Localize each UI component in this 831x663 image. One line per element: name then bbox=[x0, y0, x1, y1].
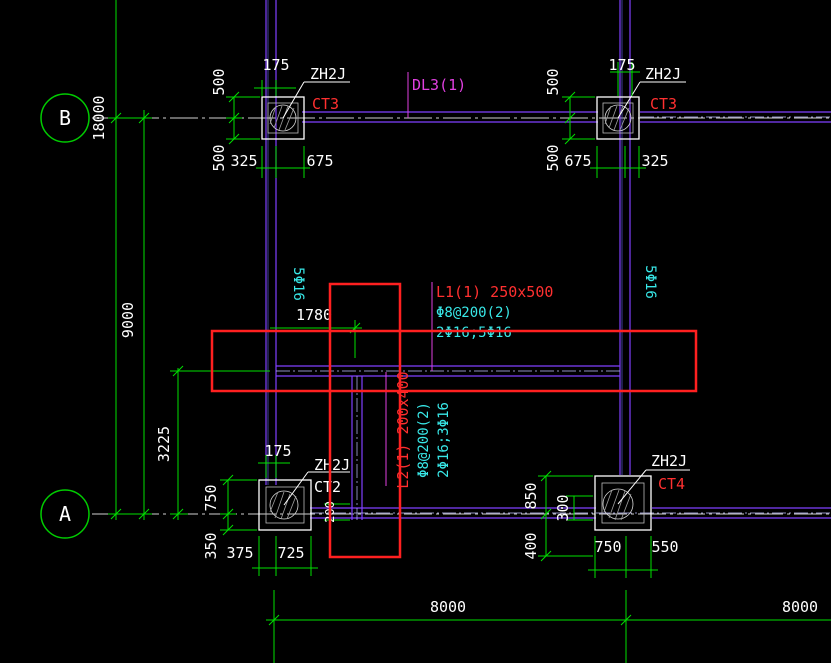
dim-b1-right: 675 bbox=[306, 152, 333, 170]
dim-vertical-segment: 9000 bbox=[119, 302, 137, 338]
l2-name: L2(1) 200x400 bbox=[394, 371, 412, 488]
pile-cap-a2[interactable] bbox=[594, 469, 690, 531]
l2-stirrup: Φ8@200(2) bbox=[416, 402, 432, 478]
dim-a2-right: 550 bbox=[651, 538, 678, 556]
dim-b2-left: 675 bbox=[564, 152, 591, 170]
dim-a1-down: 350 bbox=[202, 532, 220, 559]
dim-b1-left: 325 bbox=[230, 152, 257, 170]
cap-b2-name: CT3 bbox=[650, 95, 677, 113]
dim-a1-left: 375 bbox=[226, 544, 253, 562]
highlight-box-l2[interactable] bbox=[328, 282, 402, 559]
horizontal-dimension-lines bbox=[266, 590, 831, 663]
dim-vertical-total: 18000 bbox=[90, 95, 108, 140]
axis-a-bubble[interactable]: A bbox=[40, 489, 90, 539]
col-rebar-right: 5Φ16 bbox=[642, 265, 658, 299]
cap-b2-type: ZH2J bbox=[645, 65, 681, 83]
dim-b2-right: 325 bbox=[641, 152, 668, 170]
dim-horizontal-span-1: 8000 bbox=[430, 598, 466, 616]
pile-cap-b2[interactable] bbox=[596, 81, 686, 140]
vertical-dimension-lines bbox=[108, 0, 270, 520]
dim-b2-down: 500 bbox=[544, 144, 562, 171]
l1-name: L1(1) 250x500 bbox=[436, 283, 553, 301]
dim-horizontal-span-2: 8000 bbox=[782, 598, 818, 616]
axis-b-label: B bbox=[59, 106, 71, 130]
dim-a1-right: 725 bbox=[277, 544, 304, 562]
axis-a-label: A bbox=[59, 502, 71, 526]
dim-lines-a2 bbox=[538, 470, 658, 578]
dim-b1-up: 500 bbox=[210, 68, 228, 95]
dim-lines-b1 bbox=[226, 80, 310, 178]
dim-a2-left: 750 bbox=[594, 538, 621, 556]
l1-stirrup: Φ8@200(2) bbox=[436, 305, 512, 321]
pile-cap-a1[interactable] bbox=[258, 471, 350, 531]
cap-b1-name: CT3 bbox=[312, 95, 339, 113]
pile-cap-b1[interactable] bbox=[261, 81, 350, 140]
dim-lines-b2 bbox=[562, 62, 646, 178]
l2-rebar: 2Φ16;3Φ16 bbox=[436, 402, 452, 478]
cap-b1-type: ZH2J bbox=[310, 65, 346, 83]
dim-a2-down: 400 bbox=[522, 532, 540, 559]
dim-a2-mid: 300 bbox=[554, 494, 572, 521]
beam-lines bbox=[265, 0, 831, 520]
dim-a1-top: 175 bbox=[264, 442, 291, 460]
dim-l1-offset: 1780 bbox=[296, 306, 332, 324]
cap-a1-type: ZH2J bbox=[314, 456, 350, 474]
dim-b2-top: 175 bbox=[608, 56, 635, 74]
highlight-box-l1[interactable] bbox=[210, 329, 698, 393]
beam-centerlines bbox=[276, 116, 831, 520]
cap-a2-type: ZH2J bbox=[651, 452, 687, 470]
dim-lines-a1 bbox=[220, 455, 350, 576]
axis-b-bubble[interactable]: B bbox=[40, 93, 90, 143]
cap-a2-name: CT4 bbox=[658, 475, 685, 493]
tie-beam-label: DL3(1) bbox=[412, 76, 466, 94]
dim-b2-up: 500 bbox=[544, 68, 562, 95]
grid-lines bbox=[92, 117, 831, 515]
dim-a1-up: 750 bbox=[202, 484, 220, 511]
dim-a2-up: 850 bbox=[522, 482, 540, 509]
l1-rebar: 2Φ16;5Φ16 bbox=[436, 325, 512, 341]
dim-b1-down: 500 bbox=[210, 144, 228, 171]
dim-b1-top: 175 bbox=[262, 56, 289, 74]
dim-vertical-beam-offset: 3225 bbox=[155, 426, 173, 462]
dim-lines-l1-offset bbox=[270, 320, 362, 358]
col-rebar-left: 5Φ16 bbox=[290, 267, 306, 301]
cap-a1-name: CT2 bbox=[314, 478, 341, 496]
